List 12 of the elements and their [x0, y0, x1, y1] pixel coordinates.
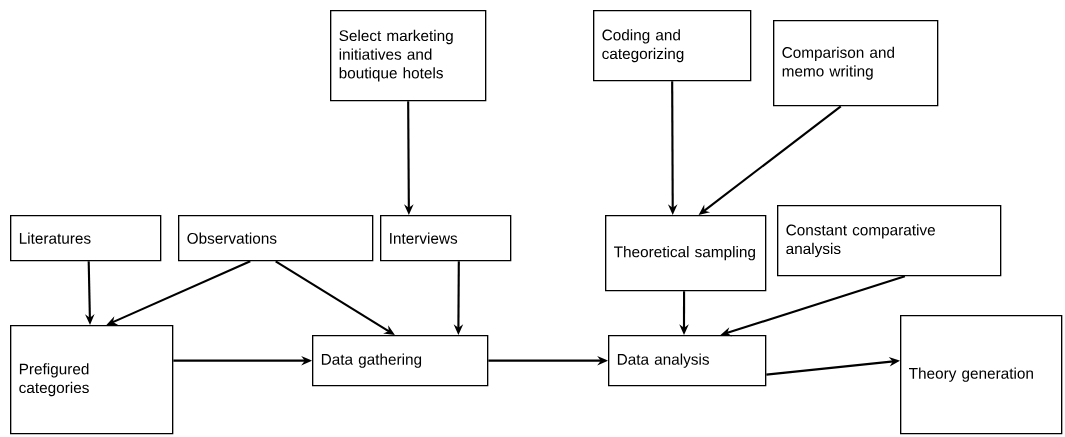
process-box: Prefigured categories [10, 325, 174, 435]
process-box: Theory generation [900, 315, 1063, 435]
process-box: Data analysis [608, 335, 767, 387]
process-box: Constant comparative analysis [777, 205, 1002, 277]
process-box: Data gathering [312, 335, 489, 387]
process-box: Observations [178, 215, 374, 262]
process-box: Comparison and memo writing [773, 20, 939, 107]
process-box: Literatures [10, 215, 162, 262]
process-box: Coding and categorizing [593, 10, 752, 82]
process-box: Select marketing initiatives and boutique hotels [330, 10, 487, 102]
process-box: Theoretical sampling [605, 215, 767, 292]
process-box: Interviews [380, 215, 512, 262]
